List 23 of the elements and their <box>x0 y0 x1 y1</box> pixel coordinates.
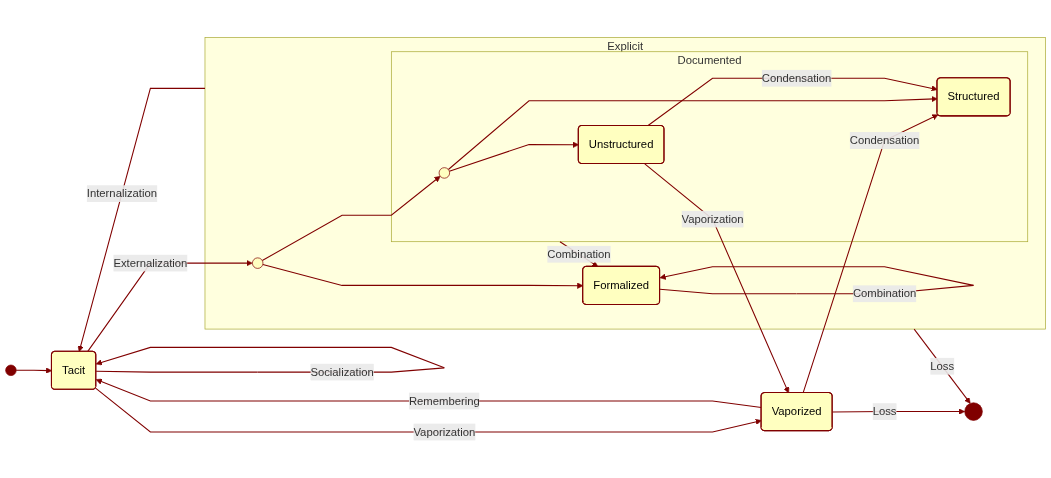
edge-label: Vaporization <box>681 212 744 225</box>
arrow <box>95 387 762 433</box>
edge-label: Externalization <box>113 256 188 269</box>
edge-label: Socialization <box>310 365 374 378</box>
arrow <box>95 378 762 408</box>
edge-label: Condensation <box>761 71 832 84</box>
arrow <box>77 87 206 352</box>
node-circle <box>5 364 17 376</box>
edge-label: Combination <box>547 247 611 260</box>
arrow <box>802 114 939 394</box>
edge-label: Internalization <box>86 187 157 200</box>
arrow <box>448 141 579 172</box>
node-circle <box>438 167 450 179</box>
node-circle <box>252 257 264 269</box>
arrow <box>261 175 441 261</box>
edge-label: Loss <box>872 405 897 418</box>
edge-label: Condensation <box>849 134 920 147</box>
arrow <box>644 163 790 394</box>
arrow <box>913 328 971 404</box>
edge-label: Vaporization <box>413 425 476 438</box>
edge-label: Loss <box>930 359 955 372</box>
edge-label: Remembering <box>408 394 480 407</box>
edge-label: Combination <box>852 287 917 300</box>
